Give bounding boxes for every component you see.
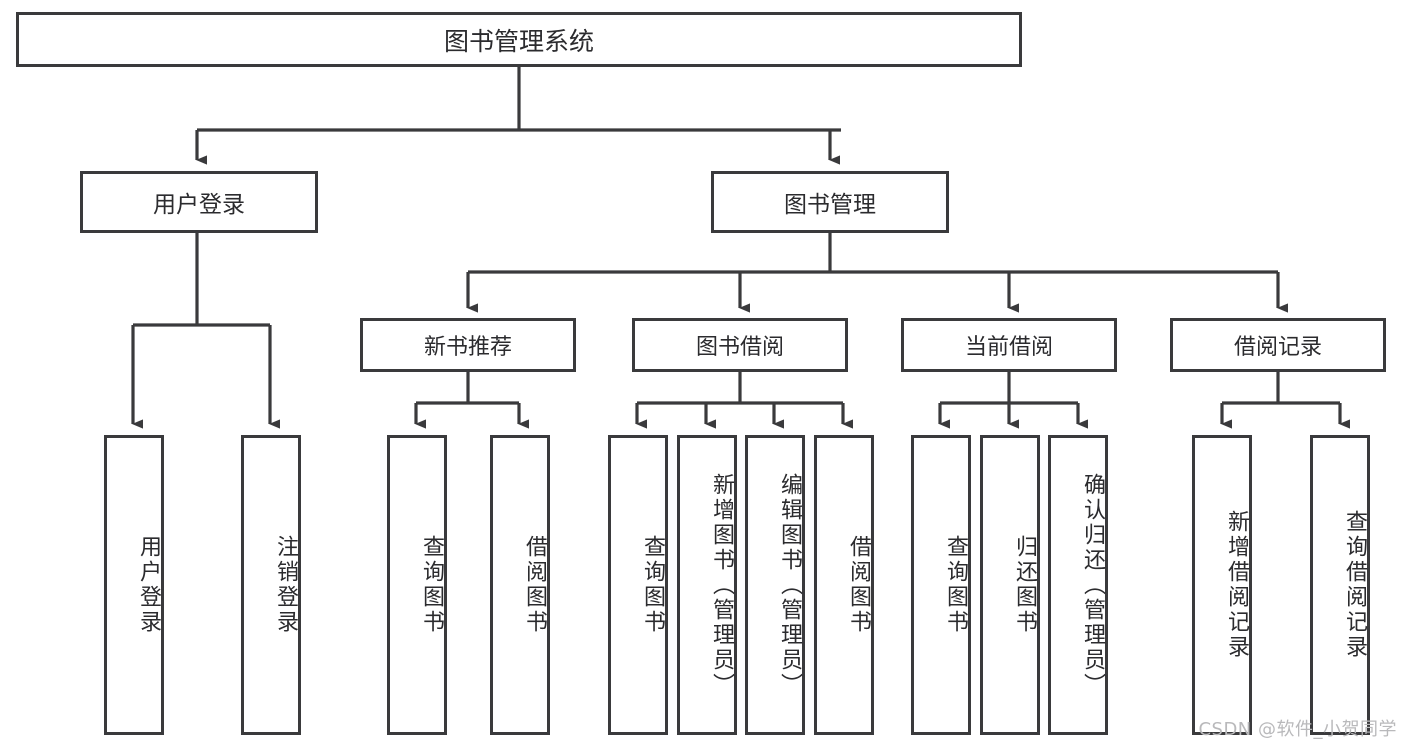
node-label: 借阅图书 bbox=[522, 535, 547, 635]
node-book-management[interactable]: 图书管理 bbox=[711, 171, 949, 233]
node-label: 确认归还（管理员） bbox=[1080, 472, 1105, 698]
node-label: 借阅图书 bbox=[846, 535, 871, 635]
leaf-current-return-book[interactable]: 归还图书 bbox=[980, 435, 1040, 735]
node-label: 当前借阅 bbox=[964, 335, 1053, 360]
node-label: 图书借阅 bbox=[695, 335, 784, 360]
leaf-current-confirm-return-admin[interactable]: 确认归还（管理员） bbox=[1048, 435, 1108, 735]
node-user-login[interactable]: 用户登录 bbox=[80, 171, 318, 233]
leaf-record-query-record[interactable]: 查询借阅记录 bbox=[1310, 435, 1370, 735]
node-label: 编辑图书（管理员） bbox=[777, 472, 802, 698]
node-label: 新增借阅记录 bbox=[1224, 510, 1249, 660]
csdn-watermark: CSDN @软件_小贺同学 bbox=[1198, 719, 1397, 740]
node-new-book-recommend[interactable]: 新书推荐 bbox=[360, 318, 576, 372]
leaf-user-login[interactable]: 用户登录 bbox=[104, 435, 164, 735]
leaf-borrow-add-book-admin[interactable]: 新增图书（管理员） bbox=[677, 435, 737, 735]
leaf-borrow-edit-book-admin[interactable]: 编辑图书（管理员） bbox=[745, 435, 805, 735]
node-borrow-record[interactable]: 借阅记录 bbox=[1170, 318, 1386, 372]
leaf-user-logout[interactable]: 注销登录 bbox=[241, 435, 301, 735]
leaf-newbook-query-book[interactable]: 查询图书 bbox=[387, 435, 447, 735]
leaf-borrow-query-book[interactable]: 查询图书 bbox=[608, 435, 668, 735]
leaf-borrow-borrow-book[interactable]: 借阅图书 bbox=[814, 435, 874, 735]
leaf-record-add-record[interactable]: 新增借阅记录 bbox=[1192, 435, 1252, 735]
node-book-borrow[interactable]: 图书借阅 bbox=[632, 318, 848, 372]
node-label: 查询图书 bbox=[640, 535, 665, 635]
node-label: 查询图书 bbox=[419, 535, 444, 635]
node-label: 新书推荐 bbox=[423, 335, 512, 360]
node-label: 用户登录 bbox=[136, 535, 161, 635]
leaf-current-query-book[interactable]: 查询图书 bbox=[911, 435, 971, 735]
node-label: 新增图书（管理员） bbox=[709, 472, 734, 698]
node-current-borrow[interactable]: 当前借阅 bbox=[901, 318, 1117, 372]
node-label: 注销登录 bbox=[273, 535, 298, 635]
node-label: 查询图书 bbox=[943, 535, 968, 635]
node-label: 图书管理 bbox=[784, 192, 876, 218]
node-label: 图书管理系统 bbox=[443, 26, 594, 56]
leaf-newbook-borrow-book[interactable]: 借阅图书 bbox=[490, 435, 550, 735]
node-label: 查询借阅记录 bbox=[1342, 510, 1367, 660]
node-root-system[interactable]: 图书管理系统 bbox=[16, 12, 1022, 67]
node-label: 归还图书 bbox=[1012, 535, 1037, 635]
node-label: 用户登录 bbox=[153, 192, 245, 218]
node-label: 借阅记录 bbox=[1233, 335, 1322, 360]
